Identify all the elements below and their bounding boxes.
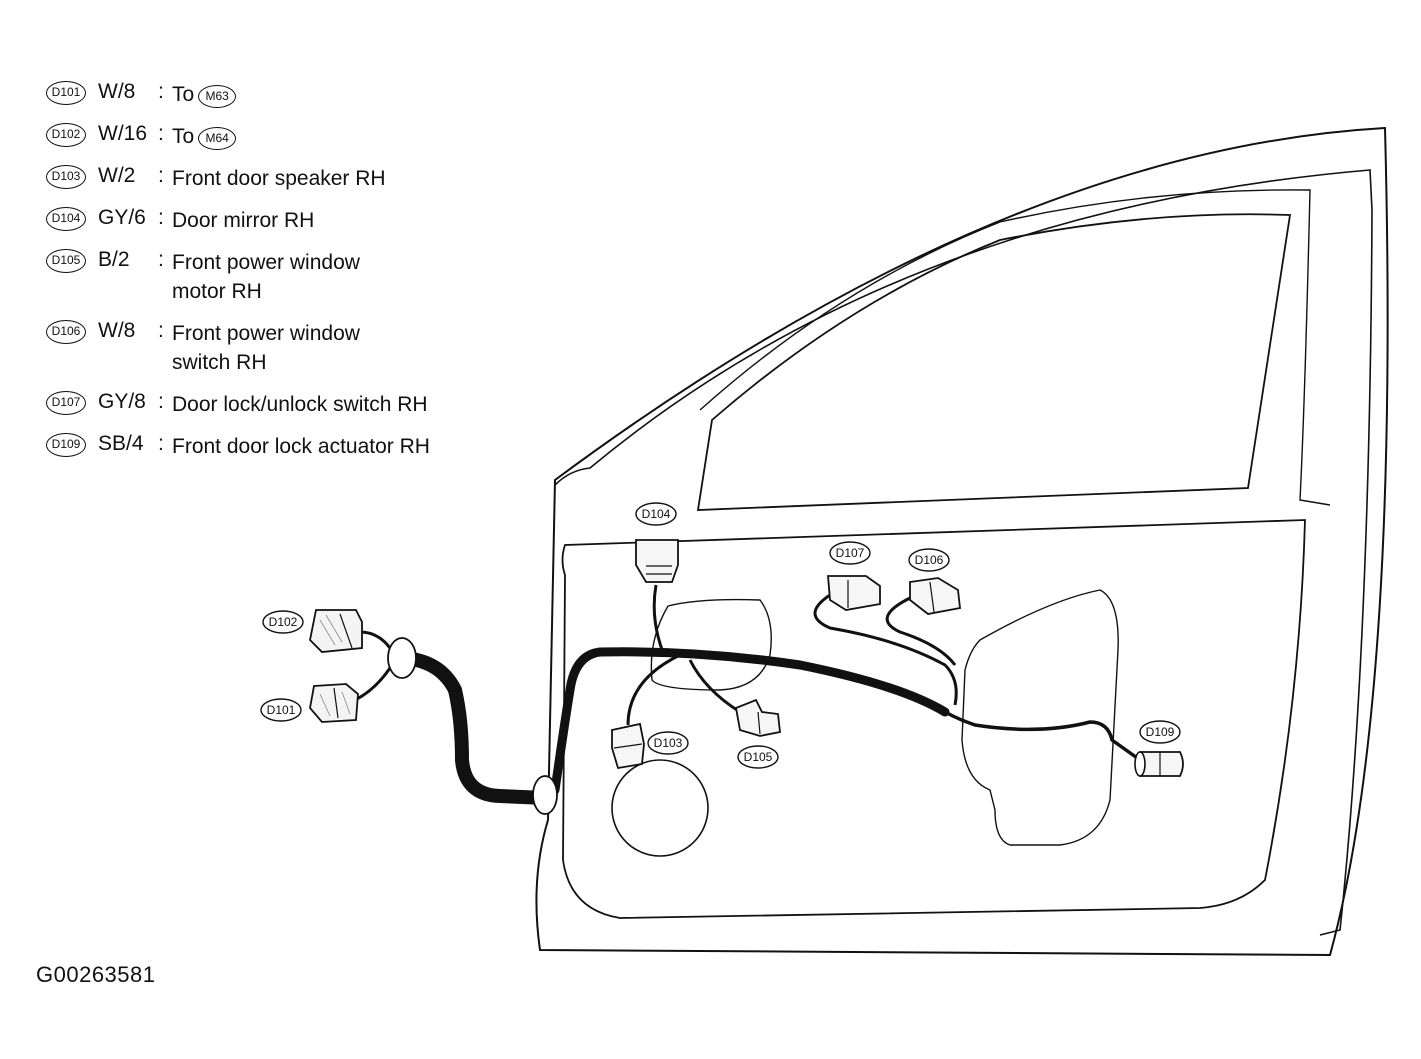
connector-d104 bbox=[635, 539, 679, 583]
connector-d103 bbox=[611, 722, 645, 770]
legend-description: Door lock/unlock switch RH bbox=[172, 393, 428, 416]
harness-branch-d109 bbox=[944, 710, 1142, 762]
inner-panel bbox=[561, 519, 1306, 919]
label-d102: D102 bbox=[262, 610, 304, 634]
legend-description: Front door lock actuator RH bbox=[172, 435, 430, 458]
connector-d102 bbox=[309, 609, 363, 653]
connector-d101 bbox=[309, 683, 359, 723]
legend-description: Front power window motor RH bbox=[172, 251, 360, 303]
connector-id-badge: D106 bbox=[46, 320, 86, 344]
connector-d106 bbox=[909, 577, 961, 615]
svg-text:D102: D102 bbox=[269, 615, 298, 629]
main-harness-inner bbox=[550, 647, 950, 795]
label-d106: D106 bbox=[908, 548, 950, 572]
label-d109: D109 bbox=[1139, 720, 1181, 744]
svg-text:D107: D107 bbox=[836, 546, 865, 560]
legend-description: To bbox=[172, 83, 195, 106]
target-connector-badge: M64 bbox=[198, 127, 237, 150]
door-sash-outer bbox=[554, 169, 1373, 936]
wire-code: SB/4 bbox=[98, 432, 144, 455]
wire-code: W/16 bbox=[98, 122, 148, 145]
figure-id: G00263581 bbox=[36, 962, 156, 987]
label-d104: D104 bbox=[635, 502, 677, 526]
svg-text:D103: D103 bbox=[654, 736, 683, 750]
main-harness-outer bbox=[395, 651, 552, 805]
svg-text:D106: D106 bbox=[915, 553, 944, 567]
svg-text:D101: D101 bbox=[267, 703, 296, 717]
access-hole-upper bbox=[650, 598, 772, 691]
wire-d103 bbox=[626, 653, 681, 726]
wire-code: GY/8 bbox=[98, 390, 146, 413]
label-d107: D107 bbox=[829, 541, 871, 565]
label-d105: D105 bbox=[737, 745, 779, 769]
wire-code: W/8 bbox=[98, 319, 136, 342]
label-d103: D103 bbox=[647, 731, 689, 755]
wire-code: GY/6 bbox=[98, 206, 146, 229]
connector-d109 bbox=[1134, 751, 1184, 777]
svg-text:D105: D105 bbox=[744, 750, 773, 764]
wire-d106 bbox=[885, 596, 957, 666]
connector-id-badge: D104 bbox=[46, 207, 86, 231]
connector-id-badge: D105 bbox=[46, 249, 86, 273]
wire-code: W/8 bbox=[98, 80, 136, 103]
connector-d105 bbox=[734, 698, 781, 737]
window-opening bbox=[696, 213, 1292, 511]
legend-description: Front door speaker RH bbox=[172, 167, 386, 190]
connector-id-badge: D109 bbox=[46, 433, 86, 457]
svg-text:D109: D109 bbox=[1146, 725, 1175, 739]
wire-d101 bbox=[354, 667, 392, 702]
connector-id-badge: D107 bbox=[46, 391, 86, 415]
service-hole-right bbox=[961, 589, 1119, 846]
speaker-hole bbox=[611, 759, 709, 857]
connector-id-badge: D101 bbox=[46, 81, 86, 105]
grommet-a bbox=[387, 637, 417, 679]
wire-d104 bbox=[652, 584, 666, 656]
legend-description: Front power window switch RH bbox=[172, 322, 360, 374]
legend-description: Door mirror RH bbox=[172, 209, 315, 232]
wire-code: B/2 bbox=[98, 248, 130, 271]
connector-d107 bbox=[827, 575, 881, 611]
wire-code: W/2 bbox=[98, 164, 136, 187]
connector-id-badge: D103 bbox=[46, 165, 86, 189]
label-d101: D101 bbox=[260, 698, 302, 722]
target-connector-badge: M63 bbox=[198, 85, 237, 108]
grommet-b bbox=[532, 775, 558, 815]
wire-d102 bbox=[359, 630, 392, 649]
wire-d107 bbox=[813, 593, 958, 706]
wire-d105 bbox=[688, 659, 741, 714]
door-sash-mid bbox=[699, 189, 1331, 506]
connector-id-badge: D102 bbox=[46, 123, 86, 147]
legend-description: To bbox=[172, 125, 195, 148]
door-outline bbox=[535, 126, 1389, 957]
svg-text:D104: D104 bbox=[642, 507, 671, 521]
